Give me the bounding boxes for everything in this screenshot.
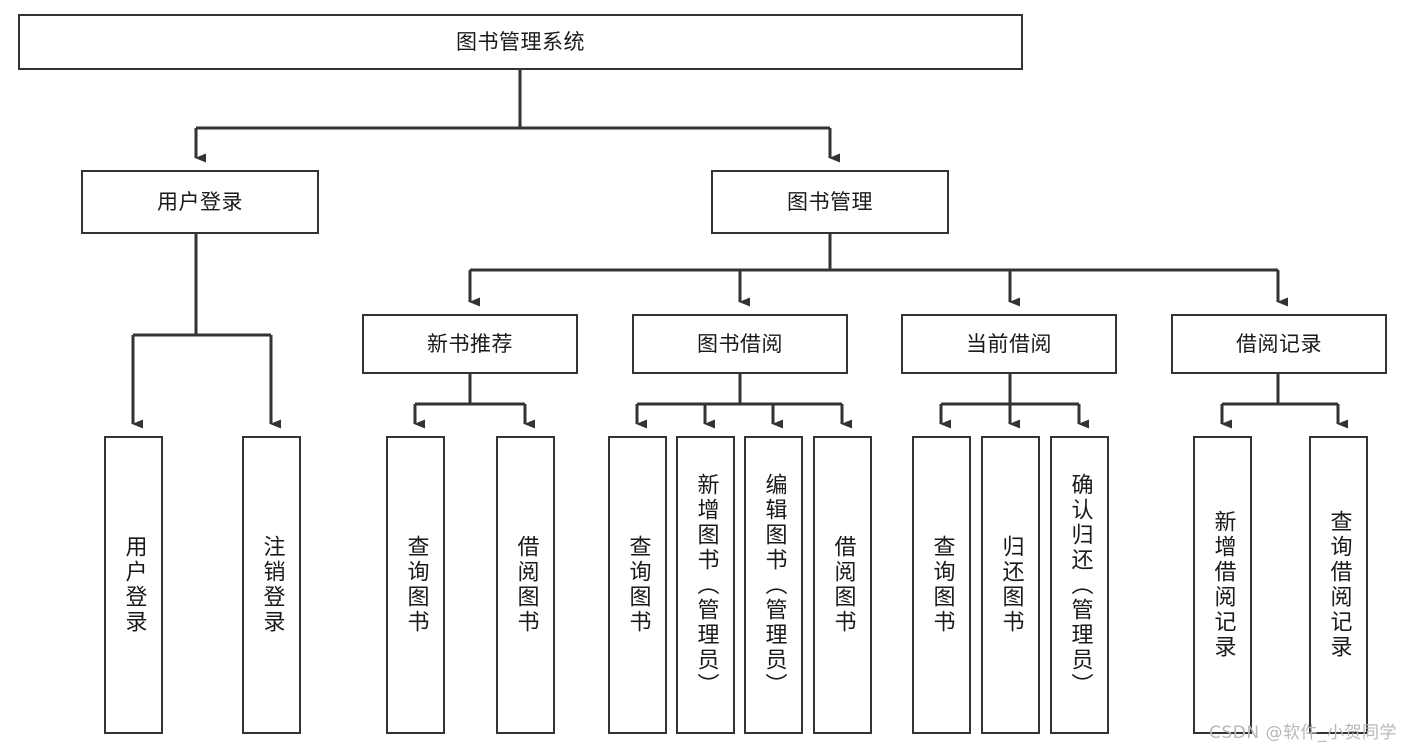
node-leaf-add-borrow-record[interactable]: 新增借阅记录 [1193,436,1252,734]
watermark: CSDN @软件_小贺同学 [1209,723,1397,743]
node-user-login[interactable]: 用户登录 [81,170,319,234]
node-leaf-borrow-book-1[interactable]: 借阅图书 [496,436,555,734]
node-leaf-edit-book-admin[interactable]: 编辑图书（管理员） [744,436,803,734]
node-label: 借阅图书 [513,535,539,635]
node-label: 用户登录 [121,535,147,635]
node-label: 图书管理 [787,189,873,214]
node-label: 查询借阅记录 [1326,510,1352,660]
node-leaf-borrow-book-2[interactable]: 借阅图书 [813,436,872,734]
node-label: 查询图书 [625,535,651,635]
node-label: 编辑图书（管理员） [761,472,787,698]
node-leaf-return-book[interactable]: 归还图书 [981,436,1040,734]
node-new-book-recommend[interactable]: 新书推荐 [362,314,578,374]
node-label: 查询图书 [929,535,955,635]
node-label: 新增图书（管理员） [693,472,719,698]
node-leaf-logout-login[interactable]: 注销登录 [242,436,301,734]
node-book-management-system[interactable]: 图书管理系统 [18,14,1023,70]
node-leaf-add-book-admin[interactable]: 新增图书（管理员） [676,436,735,734]
node-current-borrow[interactable]: 当前借阅 [901,314,1117,374]
node-leaf-query-book-2[interactable]: 查询图书 [608,436,667,734]
node-label: 新增借阅记录 [1210,510,1236,660]
node-label: 图书借阅 [697,331,783,356]
node-book-management[interactable]: 图书管理 [711,170,949,234]
node-label: 用户登录 [157,189,243,214]
node-label: 借阅记录 [1236,331,1322,356]
node-leaf-query-borrow-record[interactable]: 查询借阅记录 [1309,436,1368,734]
node-label: 查询图书 [403,535,429,635]
node-label: 新书推荐 [427,331,513,356]
node-borrow-record[interactable]: 借阅记录 [1171,314,1387,374]
node-label: 图书管理系统 [456,29,585,54]
node-leaf-query-book-1[interactable]: 查询图书 [386,436,445,734]
node-label: 当前借阅 [966,331,1052,356]
node-label: 注销登录 [259,535,285,635]
node-label: 确认归还（管理员） [1067,472,1093,698]
node-leaf-query-book-3[interactable]: 查询图书 [912,436,971,734]
node-book-borrow[interactable]: 图书借阅 [632,314,848,374]
node-leaf-confirm-return-admin[interactable]: 确认归还（管理员） [1050,436,1109,734]
node-leaf-user-login[interactable]: 用户登录 [104,436,163,734]
node-label: 借阅图书 [830,535,856,635]
node-label: 归还图书 [998,535,1024,635]
